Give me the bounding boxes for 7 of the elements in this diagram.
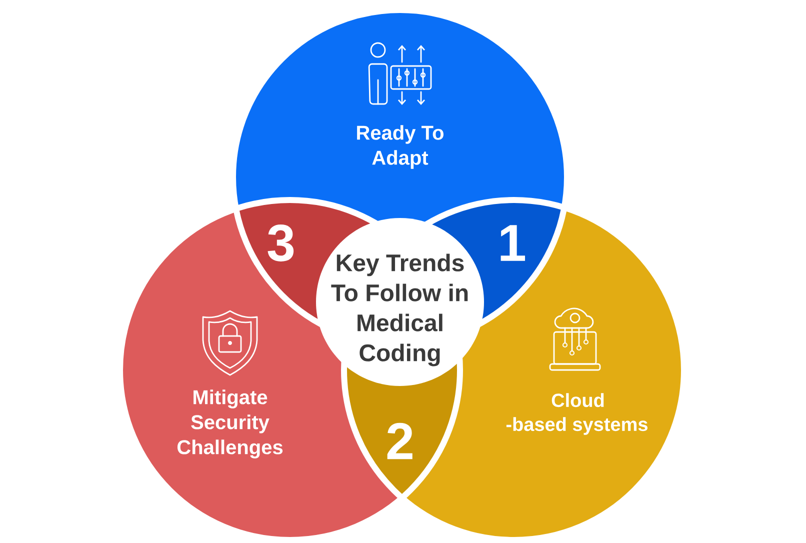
number-label: 3 <box>268 224 294 262</box>
number-label: 1 <box>500 225 526 261</box>
segment-label: Cloud -based systems <box>506 393 648 435</box>
segment-label: Ready To Adapt <box>357 125 444 169</box>
segment-label: Mitigate Security Challenges <box>177 390 283 458</box>
segment-label: Key Trends To Follow in Medical Coding <box>331 254 468 366</box>
number-label: 2 <box>387 422 412 460</box>
